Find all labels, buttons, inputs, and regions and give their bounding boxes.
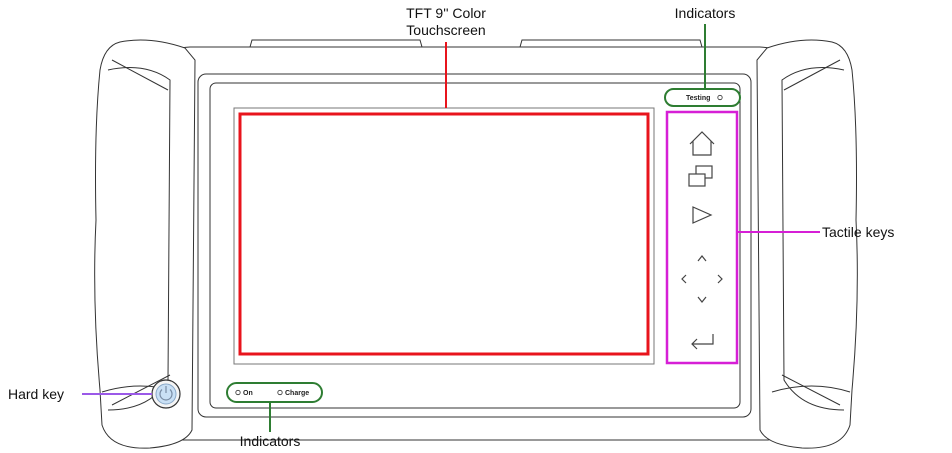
touchscreen-highlight — [238, 112, 650, 356]
charge-led — [277, 389, 283, 396]
enter-icon[interactable] — [691, 334, 714, 350]
power-button[interactable] — [151, 379, 181, 409]
nav-arrows-icon[interactable] — [681, 255, 723, 303]
home-icon[interactable] — [689, 131, 715, 156]
testing-indicator-highlight — [664, 88, 741, 107]
tactile-keys-label: Tactile keys — [822, 224, 894, 240]
play-icon[interactable] — [692, 206, 713, 224]
hard-key-label: Hard key — [8, 386, 64, 402]
charge-indicator-label: Charge — [285, 390, 309, 397]
indicators-bottom-label: Indicators — [240, 433, 301, 449]
testing-indicator-label: Testing — [686, 95, 710, 102]
status-indicators-highlight — [226, 382, 323, 403]
testing-led — [717, 94, 723, 101]
touchscreen-label-line2: Touchscreen — [406, 22, 485, 38]
windows-icon[interactable] — [688, 165, 713, 187]
touchscreen-label-line1: TFT 9'' Color — [406, 5, 486, 21]
indicators-top-label: Indicators — [675, 5, 736, 21]
on-indicator-label: On — [243, 390, 253, 397]
tactile-keys-highlight — [665, 110, 739, 365]
device-body — [94, 39, 858, 449]
power-icon — [159, 386, 173, 401]
on-led — [235, 389, 241, 396]
